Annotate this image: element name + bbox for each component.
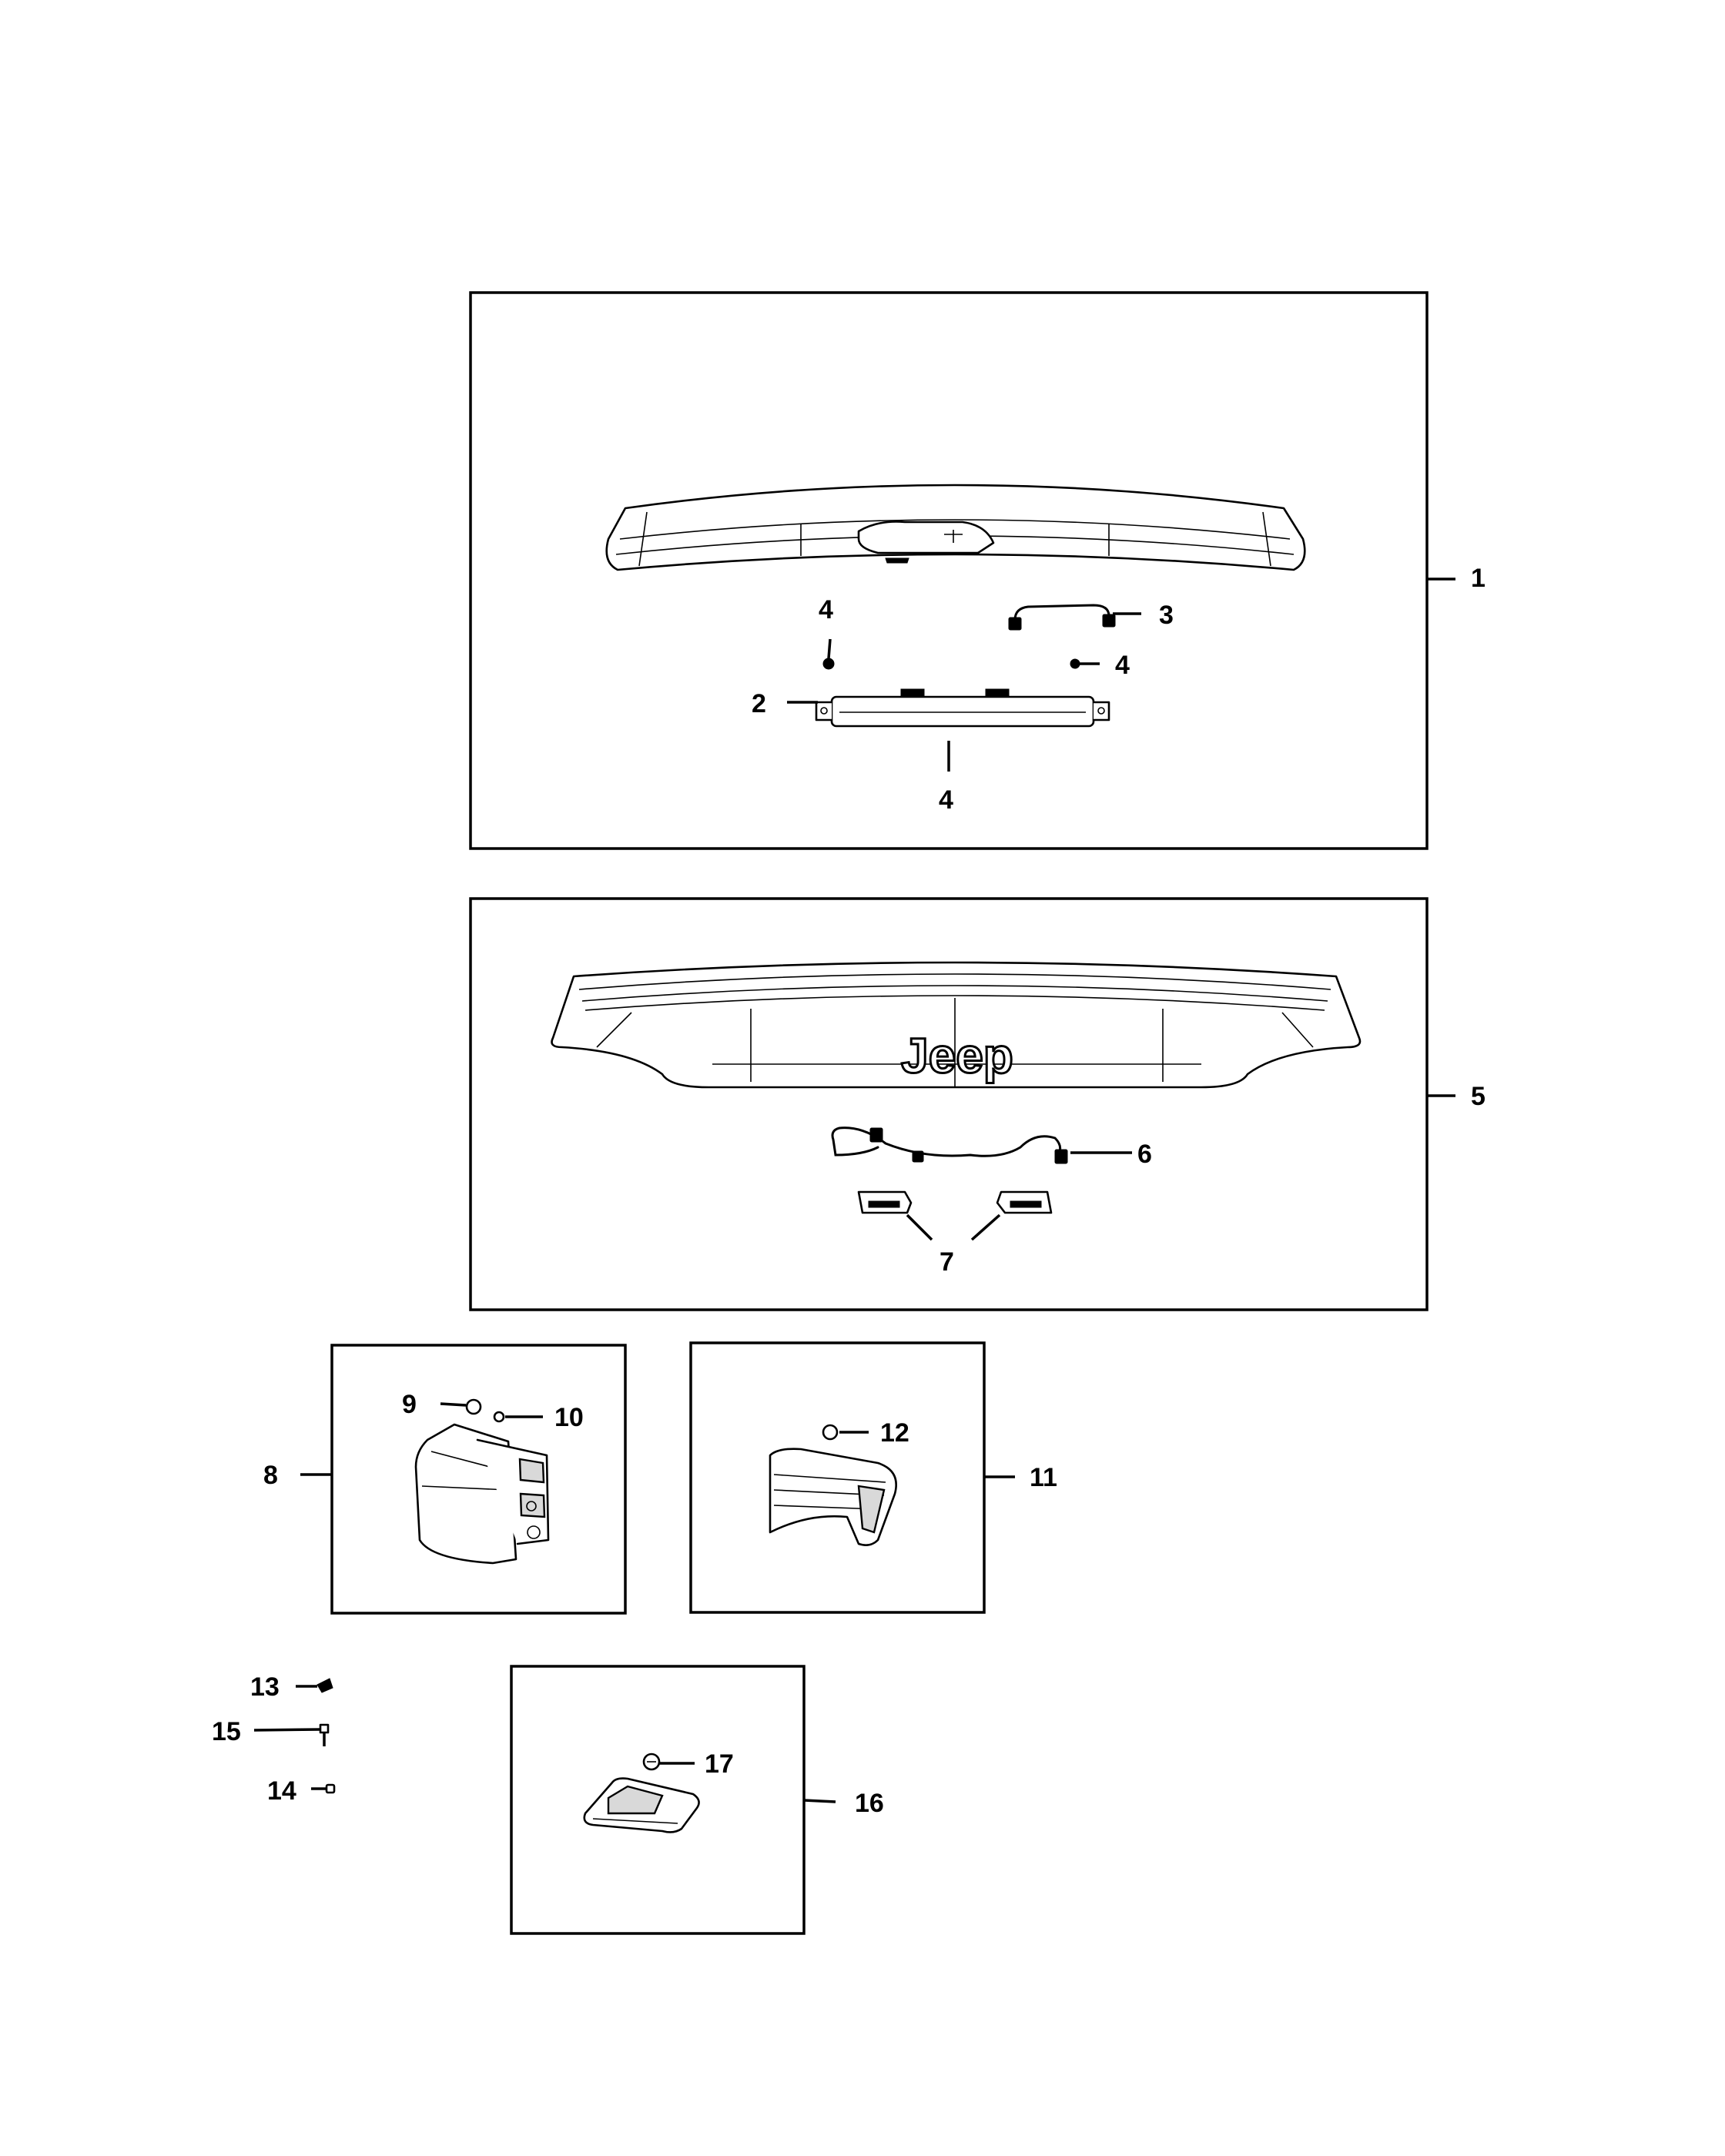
callout-10: 10 [554, 1403, 584, 1432]
callout-14: 14 [267, 1776, 296, 1806]
screw-part-4-top [822, 638, 835, 670]
callout-9: 9 [402, 1390, 417, 1419]
callout-13: 13 [250, 1672, 280, 1702]
tail-lamp-part-8 [414, 1423, 550, 1565]
group-box-1 [469, 291, 1429, 850]
callout-4-right: 4 [1115, 651, 1130, 680]
nut-part-17 [642, 1753, 661, 1771]
leader-7-left [906, 1214, 933, 1241]
fastener-part-13 [317, 1678, 333, 1693]
callout-12: 12 [880, 1418, 909, 1448]
nut-part-10 [493, 1411, 505, 1423]
screw-part-4-right [1070, 658, 1080, 669]
callout-7: 7 [940, 1247, 954, 1277]
liftgate-applique-part: Jeep [551, 961, 1362, 1089]
bolt-part-15 [319, 1723, 330, 1746]
group-box-5 [469, 897, 1429, 1311]
wire-harness-part-6 [831, 1127, 1068, 1164]
nut-part-14 [325, 1783, 336, 1794]
callout-6: 6 [1137, 1140, 1152, 1169]
callout-2: 2 [752, 689, 766, 718]
callout-3: 3 [1159, 601, 1174, 630]
callout-4-bottom: 4 [939, 785, 953, 815]
leader-7-right [970, 1214, 1001, 1241]
callout-17: 17 [705, 1749, 734, 1779]
leader-16 [803, 1799, 836, 1803]
callout-15: 15 [212, 1717, 241, 1746]
callout-1: 1 [1471, 564, 1486, 593]
callout-16: 16 [855, 1789, 884, 1818]
callout-4-top: 4 [819, 595, 833, 624]
callout-8: 8 [263, 1461, 278, 1490]
clip-part-9 [465, 1398, 482, 1415]
spoiler-part [605, 484, 1306, 571]
lamp-part-11 [769, 1448, 897, 1546]
reflector-part-16 [583, 1777, 700, 1833]
jeep-badge: Jeep [901, 1028, 1013, 1083]
leader-15 [253, 1728, 321, 1732]
callout-11: 11 [1030, 1463, 1057, 1492]
callout-5: 5 [1471, 1082, 1486, 1111]
wire-harness-part-3 [1008, 604, 1116, 631]
group-box-16 [510, 1665, 806, 1935]
clip-part-12 [822, 1424, 839, 1441]
bracket-part-7-right [996, 1190, 1053, 1214]
bracket-part-7-left [857, 1190, 913, 1214]
leader-9 [440, 1402, 467, 1407]
group-box-8 [330, 1344, 627, 1615]
lamp-part-2 [815, 688, 1110, 728]
